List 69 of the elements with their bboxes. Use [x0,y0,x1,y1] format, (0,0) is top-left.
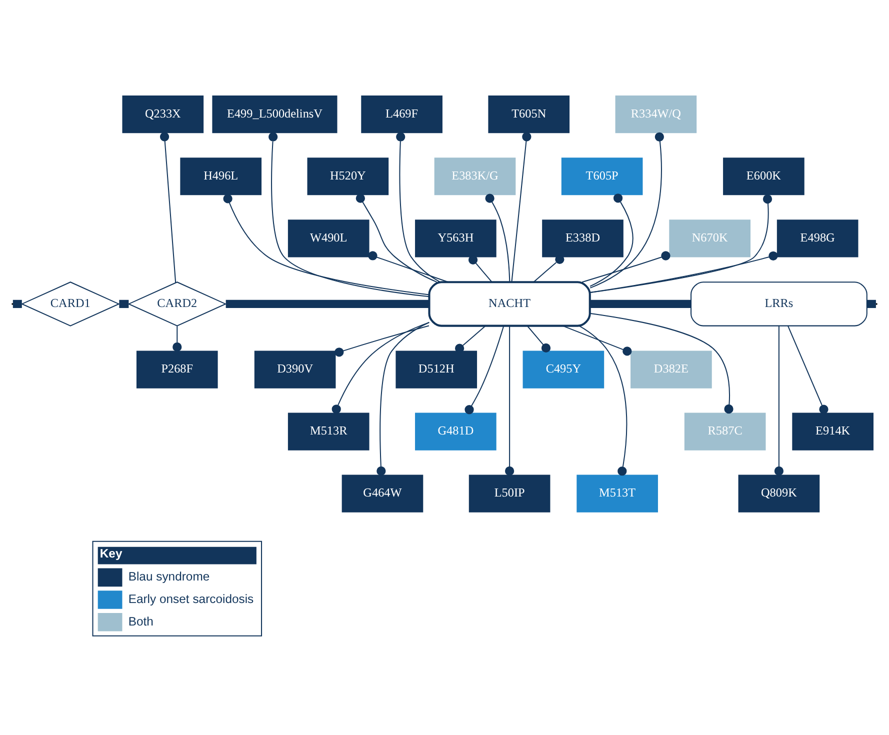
connector [788,325,828,414]
node-box: R587C [684,412,766,450]
label: Key [100,546,122,560]
node-box: M513T [576,474,658,512]
connector [590,299,691,308]
connector [533,254,564,282]
connector [590,194,772,293]
connector [485,193,510,282]
connector [223,194,430,295]
node-box: LRRs [690,281,868,326]
connector [579,325,628,476]
connector [582,250,670,282]
node-box: Q809K [738,474,820,512]
connector [226,299,430,308]
node-box: R334W/Q [615,95,697,133]
node-box: E383K/G [434,157,516,195]
node-box: E338D [542,219,624,257]
node-box: P268F [136,350,218,388]
connector [590,132,664,288]
connector [454,325,486,352]
connector [867,299,876,308]
connector [334,324,430,356]
connector [468,254,492,282]
node-box: D382E [630,350,712,388]
connector [590,193,634,286]
node-box: D390V [254,350,336,388]
node-box: M513R [288,412,370,450]
connector [590,312,734,414]
connector [396,132,440,282]
connector [376,321,430,476]
legend-label: Both [128,614,154,628]
node-box: L50IP [468,474,550,512]
node-box: T605P [561,157,643,195]
node-box: H520Y [307,157,389,195]
connector [356,193,437,282]
node-box: Y563H [415,219,496,257]
connector [511,132,532,282]
node-box: Q233X [122,95,204,133]
node-box: H496L [180,157,262,195]
node-diamond: CARD2 [128,281,227,326]
node-box: E498G [776,219,858,257]
node-diamond: CARD1 [20,281,120,326]
connector [774,326,784,476]
connector [562,324,632,356]
node-box: E600K [723,157,804,195]
connector [332,321,430,414]
node-box: G464W [342,474,424,512]
node-box: G481D [415,412,496,450]
node-box: L469F [361,95,442,133]
node-box: E499_L500delinsV [212,95,338,133]
connector [464,325,504,414]
connector [160,132,176,282]
legend-label: Early onset sarcoidosis [128,591,254,606]
connector [268,132,430,297]
connector [368,250,448,282]
node-box: D512H [396,350,478,388]
connector [504,326,514,476]
legend-label: Blau syndrome [128,569,210,584]
connector [119,299,129,308]
connector [527,325,551,352]
node-box: C495Y [522,350,604,388]
connector [172,326,182,352]
node-box: W490L [288,219,370,257]
node-box: E914K [792,412,874,450]
connector [590,250,778,292]
node-box: NACHT [428,280,591,326]
node-box: N670K [669,219,750,257]
node-box: T605N [488,95,570,133]
connector [12,299,22,308]
